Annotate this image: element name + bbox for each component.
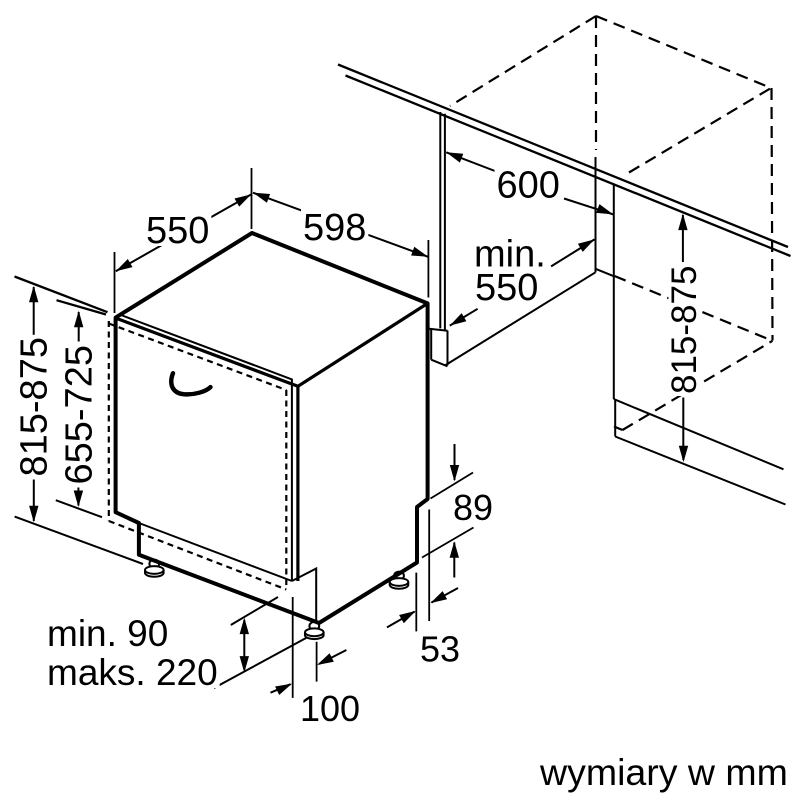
svg-text:600: 600 [497, 165, 560, 207]
svg-text:550: 550 [475, 267, 538, 309]
svg-text:89: 89 [453, 487, 493, 528]
svg-text:100: 100 [300, 688, 360, 729]
svg-text:815-875: 815-875 [665, 266, 704, 394]
svg-text:53: 53 [420, 629, 460, 670]
svg-text:wymiary w mm: wymiary w mm [539, 751, 788, 793]
svg-text:550: 550 [146, 210, 209, 252]
svg-text:min. 90: min. 90 [47, 613, 168, 654]
svg-text:655-725: 655-725 [59, 345, 101, 484]
svg-text:maks. 220: maks. 220 [47, 652, 218, 693]
svg-text:598: 598 [303, 207, 366, 249]
svg-text:min.: min. [474, 233, 546, 275]
svg-text:815-875: 815-875 [14, 337, 56, 476]
